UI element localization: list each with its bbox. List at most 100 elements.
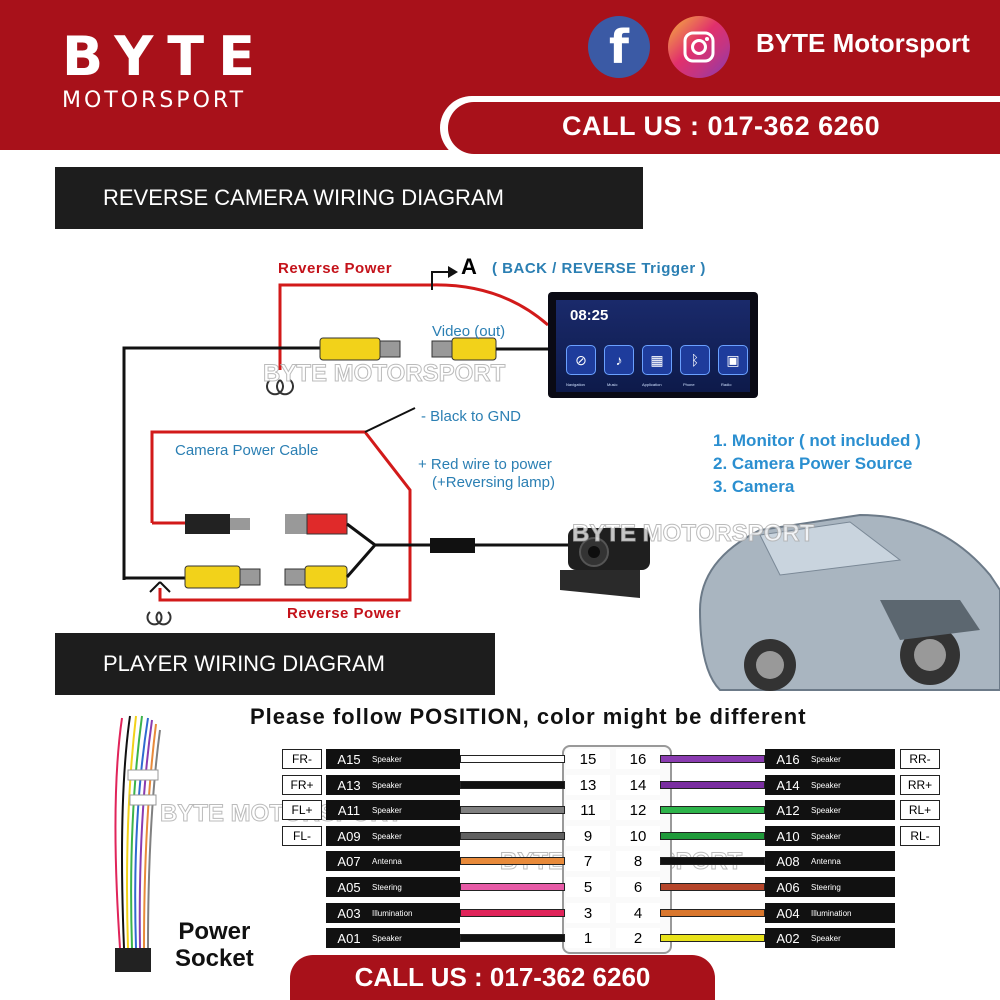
- pin-function: Illumination: [372, 908, 413, 918]
- watermark-2: BYTE MOTORSPORT: [571, 520, 815, 548]
- pin-function: Steering: [372, 882, 402, 892]
- pin-function: Speaker: [372, 754, 402, 764]
- arrow-down-icon: [149, 581, 171, 593]
- pin-number-left: 1: [566, 928, 610, 948]
- pin-function: Antenna: [372, 856, 402, 866]
- app-label-radio: Radio: [721, 382, 732, 387]
- app-label-music: Music: [607, 382, 618, 387]
- pin-number-left: 9: [566, 826, 610, 846]
- legend-item-2: 2. Camera Power Source: [713, 454, 913, 473]
- video-wire-left: [122, 346, 320, 580]
- gnd-black-wire: [364, 407, 416, 433]
- pin-function: Steering: [811, 882, 841, 892]
- pin-number-right: 8: [616, 851, 660, 871]
- wire-left: [460, 883, 565, 891]
- pin-number-left: 11: [566, 800, 610, 820]
- pin-label-left: A11 Speaker: [326, 800, 460, 820]
- pin-function: Speaker: [811, 933, 841, 943]
- position-instruction: Please follow POSITION, color might be d…: [250, 704, 807, 729]
- pin-code: A02: [776, 930, 800, 946]
- connector-symbol-bottom: [146, 611, 172, 626]
- legend-item-3: 3. Camera: [713, 477, 795, 496]
- monitor-clock: 08:25: [570, 307, 609, 324]
- wire-left: [460, 832, 565, 840]
- power-socket-label: Power Socket: [175, 918, 254, 972]
- pin-code: A07: [337, 853, 361, 869]
- pin-label-right: A16 Speaker: [765, 749, 895, 769]
- wire-left: [460, 909, 565, 917]
- pin-code: A08: [776, 853, 800, 869]
- pin-number-left: 5: [566, 877, 610, 897]
- camera-power-red-wire: [150, 430, 412, 602]
- pin-number-left: 3: [566, 903, 610, 923]
- pin-number-right: 12: [616, 800, 660, 820]
- inline-fuse: [430, 538, 475, 553]
- pin-number-right: 16: [616, 749, 660, 769]
- facebook-icon[interactable]: f: [588, 16, 650, 78]
- rca-socket-yellow-top: [451, 337, 497, 361]
- watermark-1: BYTE MOTORSPORT: [262, 360, 506, 388]
- pin-label-right: A02 Speaker: [765, 928, 895, 948]
- pin-function: Speaker: [372, 805, 402, 815]
- wire-left: [460, 781, 565, 789]
- trigger-arrow: [431, 271, 448, 290]
- reverse-power-label-top: Reverse Power: [278, 260, 393, 277]
- pin-code: A01: [337, 930, 361, 946]
- car-illustration: [698, 513, 1000, 691]
- pin-number-right: 4: [616, 903, 660, 923]
- pin-code: A11: [337, 802, 361, 818]
- camera-power-cable-label: Camera Power Cable: [175, 442, 319, 459]
- pin-number-right: 10: [616, 826, 660, 846]
- pin-label-left: A01 Speaker: [326, 928, 460, 948]
- pin-code: A16: [776, 751, 800, 767]
- pin-function: Antenna: [811, 856, 841, 866]
- wire-right: [660, 934, 765, 942]
- pin-function: Illumination: [811, 908, 852, 918]
- pin-label-right: A08 Antenna: [765, 851, 895, 871]
- instagram-glyph: [683, 31, 715, 63]
- reverse-power-wire-top: [278, 283, 549, 370]
- pin-label-left: A05 Steering: [326, 877, 460, 897]
- wire-right: [660, 832, 765, 840]
- pin-code: A14: [776, 777, 800, 793]
- power-socket-line-1: Power: [178, 918, 251, 945]
- rca-plug-yellow-bottom: [184, 565, 241, 589]
- call-us-phone[interactable]: CALL US : 017-362 6260: [562, 111, 881, 141]
- pin-function: Speaker: [811, 754, 841, 764]
- reverse-power-label-bottom: Reverse Power: [287, 605, 402, 622]
- pin-code: A03: [337, 905, 361, 921]
- connector-symbol-top: [266, 379, 294, 396]
- trigger-label: ( BACK / REVERSE Trigger ): [492, 260, 706, 277]
- black-gnd-label: - Black to GND: [421, 408, 522, 425]
- pin-function: Speaker: [372, 933, 402, 943]
- camera-section-title: REVERSE CAMERA WIRING DIAGRAM: [55, 167, 643, 229]
- pin-tag-right: RR+: [900, 775, 940, 795]
- pin-number-left: 13: [566, 775, 610, 795]
- red-wire-label-2: (+Reversing lamp): [432, 474, 555, 491]
- power-socket-line-2: Socket: [175, 945, 254, 972]
- pin-number-left: 15: [566, 749, 610, 769]
- pin-function: Speaker: [811, 805, 841, 815]
- pin-code: A09: [337, 828, 361, 844]
- instagram-icon[interactable]: [668, 16, 730, 78]
- wire-right: [660, 883, 765, 891]
- rca-plug-yellow-top: [319, 337, 381, 361]
- pin-function: Speaker: [811, 831, 841, 841]
- wire-left: [460, 755, 565, 763]
- radio-icon: ▣: [718, 345, 748, 375]
- video-out-label: Video (out): [432, 323, 506, 340]
- pin-tag-left: FR+: [282, 775, 322, 795]
- wire-right: [660, 755, 765, 763]
- pin-code: A04: [776, 905, 800, 921]
- pin-tag-right: RR-: [900, 749, 940, 769]
- footer-call-us[interactable]: CALL US : 017-362 6260: [290, 955, 715, 1000]
- brand-name: BYTE Motorsport: [756, 28, 970, 58]
- wire-left: [460, 857, 565, 865]
- pin-code: A06: [776, 879, 800, 895]
- pin-code: A05: [337, 879, 361, 895]
